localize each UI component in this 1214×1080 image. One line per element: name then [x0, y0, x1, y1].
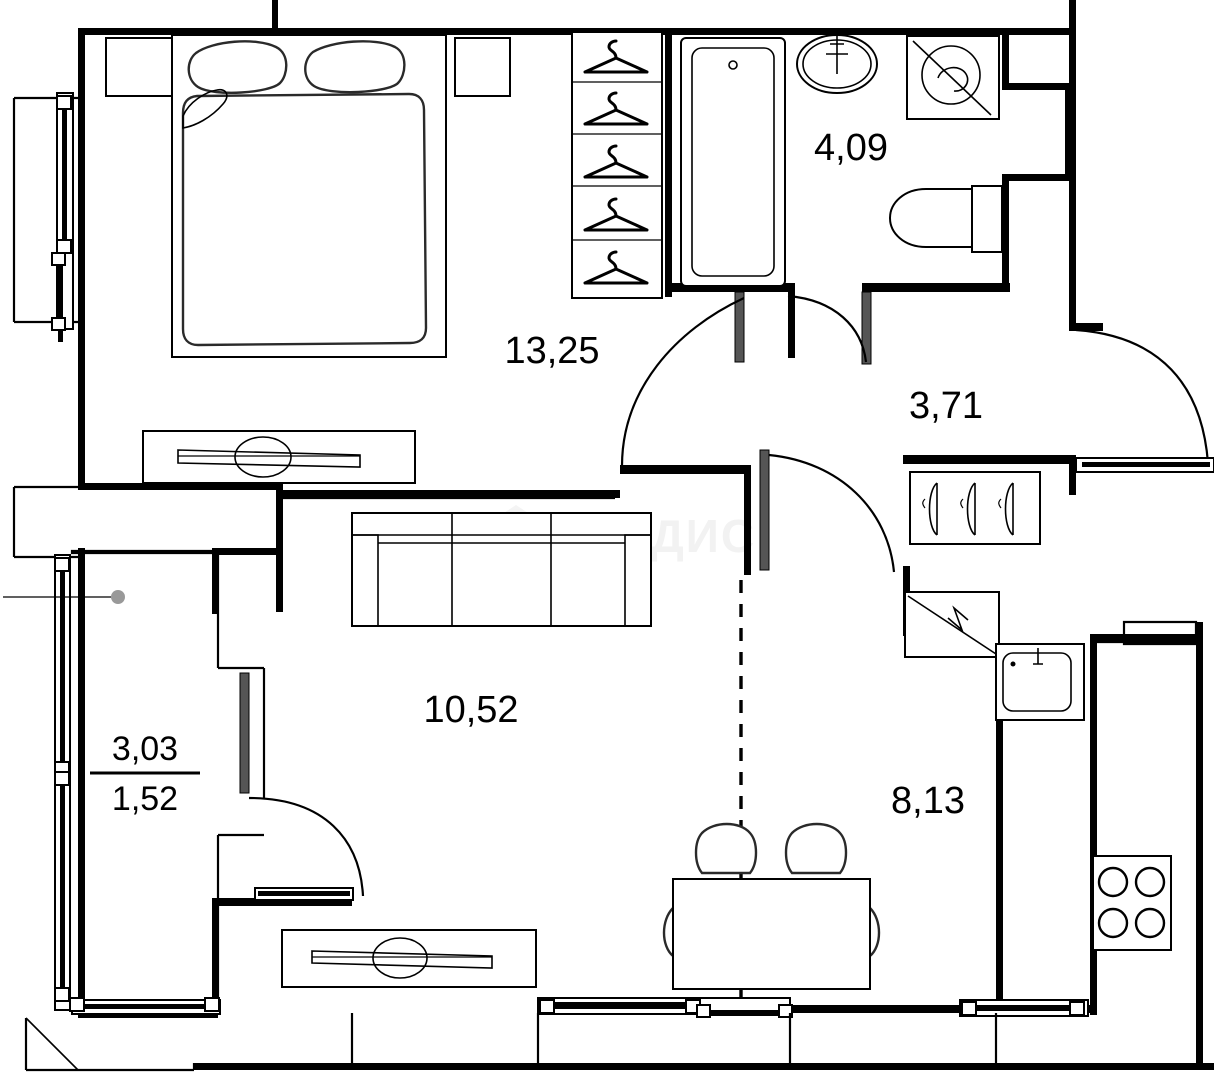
door-balcony	[239, 672, 365, 901]
kitchen-sink	[995, 643, 1085, 721]
dining-table	[662, 822, 881, 990]
pillow-right	[304, 40, 406, 94]
dining-chair-top-left	[694, 822, 758, 875]
balcony-area-total: 3,03	[112, 730, 178, 768]
doors	[239, 291, 1214, 901]
wardrobe-hallway	[909, 471, 1041, 545]
nightstand-left	[105, 37, 173, 97]
windows	[51, 92, 1089, 1063]
cooktop	[1092, 855, 1172, 951]
area-label-bathroom: 4,09	[814, 127, 888, 169]
dining-chair-top-right	[784, 822, 848, 875]
room-bedroom: 13,25	[105, 31, 751, 575]
dining-table-top	[672, 878, 871, 990]
nightstand-right	[454, 37, 511, 97]
toilet	[888, 185, 1003, 253]
area-label-kitchen: 8,13	[891, 780, 965, 822]
door-living	[759, 449, 896, 573]
room-balcony: 3,03 1,52	[3, 549, 266, 1015]
tv-dresser-bedroom	[142, 430, 416, 484]
door-bathroom	[787, 291, 872, 365]
bathtub	[680, 37, 786, 287]
entrance-door	[1069, 323, 1214, 473]
area-label-living: 10,52	[423, 689, 518, 731]
balcony-bottom-rail	[69, 997, 221, 1015]
washbasin	[796, 34, 878, 94]
window-bedroom-left	[51, 92, 74, 342]
washing-machine	[906, 35, 1000, 120]
balcony-glazing	[3, 554, 125, 1011]
area-label-bedroom: 13,25	[504, 330, 599, 372]
area-label-balcony: 3,03 1,52	[90, 730, 200, 818]
wardrobe-hangers	[571, 31, 663, 299]
duvet	[181, 92, 428, 347]
duvet-fold	[182, 88, 228, 129]
pillow-left	[187, 40, 288, 94]
door-bedroom	[620, 291, 745, 467]
sofa	[351, 512, 652, 627]
room-hallway: 3,71	[903, 385, 1076, 658]
refrigerator	[904, 591, 1000, 658]
room-living: 10,52	[212, 490, 743, 1013]
window-living-bottom	[536, 997, 793, 1063]
window-kitchen-bottom	[959, 999, 1089, 1017]
structure-trim	[283, 496, 1196, 1063]
room-kitchen: 8,13	[662, 620, 1198, 1015]
area-label-hallway: 3,71	[909, 385, 983, 427]
tv-dresser-living	[281, 929, 537, 988]
balcony-area-counted: 1,52	[112, 780, 178, 818]
room-bathroom: 4,09	[672, 34, 1072, 361]
